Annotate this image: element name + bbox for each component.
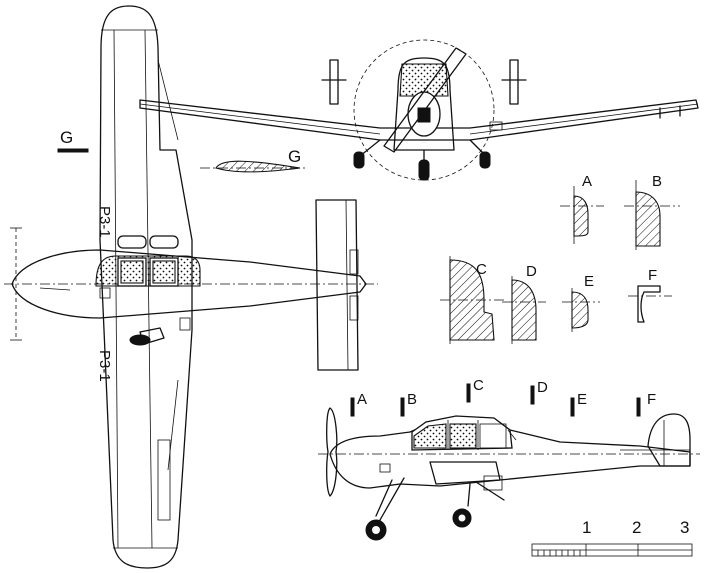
- scale-tick-3: 3: [680, 518, 689, 537]
- section-a: A: [560, 173, 604, 244]
- cross-sections: A B C D E: [440, 173, 680, 344]
- wing-section-marker: G: [57, 128, 89, 153]
- scale-bar: 1 2 3: [531, 518, 693, 557]
- wing-marking-upper: P3-1: [96, 206, 113, 238]
- section-a-label: A: [582, 173, 592, 190]
- side-view-fin: [647, 413, 691, 467]
- top-view-wing: [99, 5, 193, 569]
- wing-marking-lower: P3-1: [96, 350, 113, 382]
- front-view: [139, 39, 699, 181]
- section-f-label: F: [648, 267, 657, 284]
- section-b-label: B: [652, 173, 662, 190]
- wing-section-marker-label: G: [60, 128, 73, 147]
- side-marker-d: D: [537, 379, 548, 396]
- scale-tick-1: 1: [582, 518, 591, 537]
- airfoil-section-label: G: [288, 147, 301, 166]
- section-f: F: [628, 267, 672, 323]
- section-e-label: E: [584, 273, 594, 290]
- front-view-fuselage: [393, 57, 455, 151]
- side-marker-f: F: [647, 391, 656, 408]
- side-marker-b: B: [407, 391, 417, 408]
- section-c: C: [440, 256, 504, 344]
- section-d-label: D: [526, 263, 537, 280]
- side-view: A B C D E F: [318, 377, 700, 541]
- top-view-canopy: [95, 255, 201, 287]
- section-e: E: [562, 273, 600, 332]
- scale-tick-2: 2: [632, 518, 641, 537]
- side-marker-e: E: [577, 391, 587, 408]
- top-view: P3-1 P3-1: [4, 5, 378, 569]
- scale-subdivisions: [537, 550, 581, 556]
- airfoil-section: G: [200, 147, 306, 173]
- side-view-section-markers: A B C D E F: [350, 377, 656, 417]
- side-view-propeller: [326, 407, 338, 497]
- section-c-label: C: [476, 261, 487, 278]
- section-b: B: [624, 173, 680, 250]
- top-view-horizontal-tail: [315, 199, 359, 371]
- side-marker-a: A: [357, 391, 367, 408]
- side-view-fuselage: [329, 417, 691, 489]
- section-d: D: [502, 263, 546, 344]
- side-marker-c: C: [473, 377, 484, 394]
- front-view-wing: [139, 99, 699, 141]
